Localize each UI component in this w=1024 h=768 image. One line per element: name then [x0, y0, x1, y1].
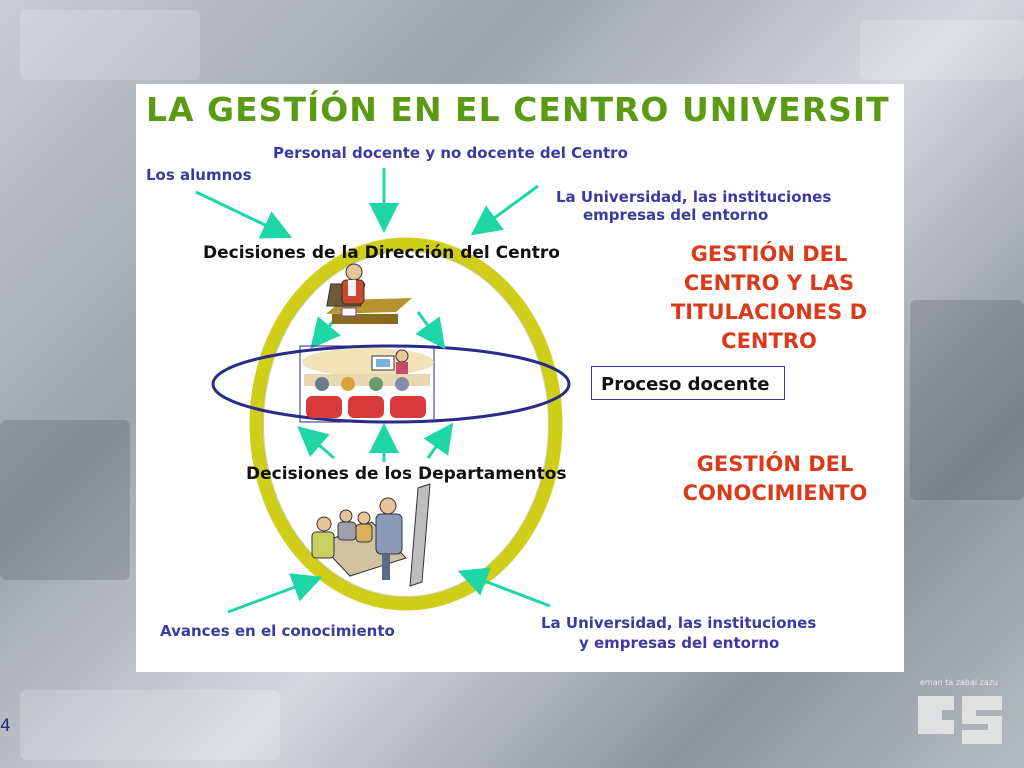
yellow-ring — [249, 237, 563, 611]
proceso-docente-box — [591, 366, 785, 400]
avances-label: Avances en el conocimiento — [160, 622, 395, 640]
decisiones-direccion-label: Decisiones de la Dirección del Centro — [203, 243, 560, 263]
arrow-icon — [423, 422, 454, 459]
arrow-icon — [470, 184, 539, 236]
gestion-centro-line: GESTIÓN DEL — [690, 242, 848, 266]
gestion-conocimiento-line: GESTIÓN DEL — [696, 452, 854, 476]
background-shape — [20, 10, 200, 80]
gestion-conocimiento-heading: GESTIÓN DEL CONOCIMIENTO — [646, 450, 904, 508]
slide-title: LA GESTÍÓN EN EL CENTRO UNIVERSIT — [146, 90, 890, 129]
logo-text: eman ta zabal zazu — [920, 678, 999, 687]
personal-label: Personal docente y no docente del Centro — [273, 144, 628, 162]
background-shape — [20, 690, 280, 760]
gestion-conocimiento-line: CONOCIMIENTO — [682, 481, 868, 505]
decisiones-departamentos-label: Decisiones de los Departamentos — [246, 464, 567, 484]
arrow-icon — [297, 426, 335, 460]
page-number: 4 — [0, 716, 11, 736]
department-meeting-icon — [311, 483, 431, 587]
background-shape — [860, 20, 1024, 80]
university-logo-icon — [918, 696, 1002, 744]
universidad-bottom-label-2: y empresas del entorno — [579, 634, 780, 652]
arrow-icon — [195, 190, 293, 239]
background-shape — [0, 420, 130, 580]
universidad-bottom-label-1: La Universidad, las instituciones — [541, 614, 817, 632]
alumnos-label: Los alumnos — [146, 166, 252, 184]
classroom-icon — [299, 345, 435, 423]
proceso-docente-label: Proceso docente — [601, 374, 770, 395]
gestion-centro-line: CENTRO Y LAS — [683, 271, 855, 295]
diagram-graphics — [195, 168, 571, 614]
arrow-icon — [457, 567, 551, 608]
gestion-centro-line: CENTRO — [721, 329, 817, 353]
director-desk-icon — [326, 263, 412, 324]
universidad-top-label-1: La Universidad, las instituciones — [556, 188, 832, 206]
universidad-top-label-2: empresas del entorno — [583, 206, 769, 224]
gestion-centro-line: TITULACIONES D — [670, 300, 867, 324]
background-shape — [910, 300, 1024, 500]
slide-panel: LA GESTÍÓN EN EL CENTRO UNIVERSIT Person… — [136, 84, 904, 672]
arrow-icon — [415, 311, 446, 350]
arrow-icon — [227, 573, 323, 614]
gestion-centro-heading: GESTIÓN DEL CENTRO Y LAS TITULACIONES D … — [634, 240, 904, 356]
